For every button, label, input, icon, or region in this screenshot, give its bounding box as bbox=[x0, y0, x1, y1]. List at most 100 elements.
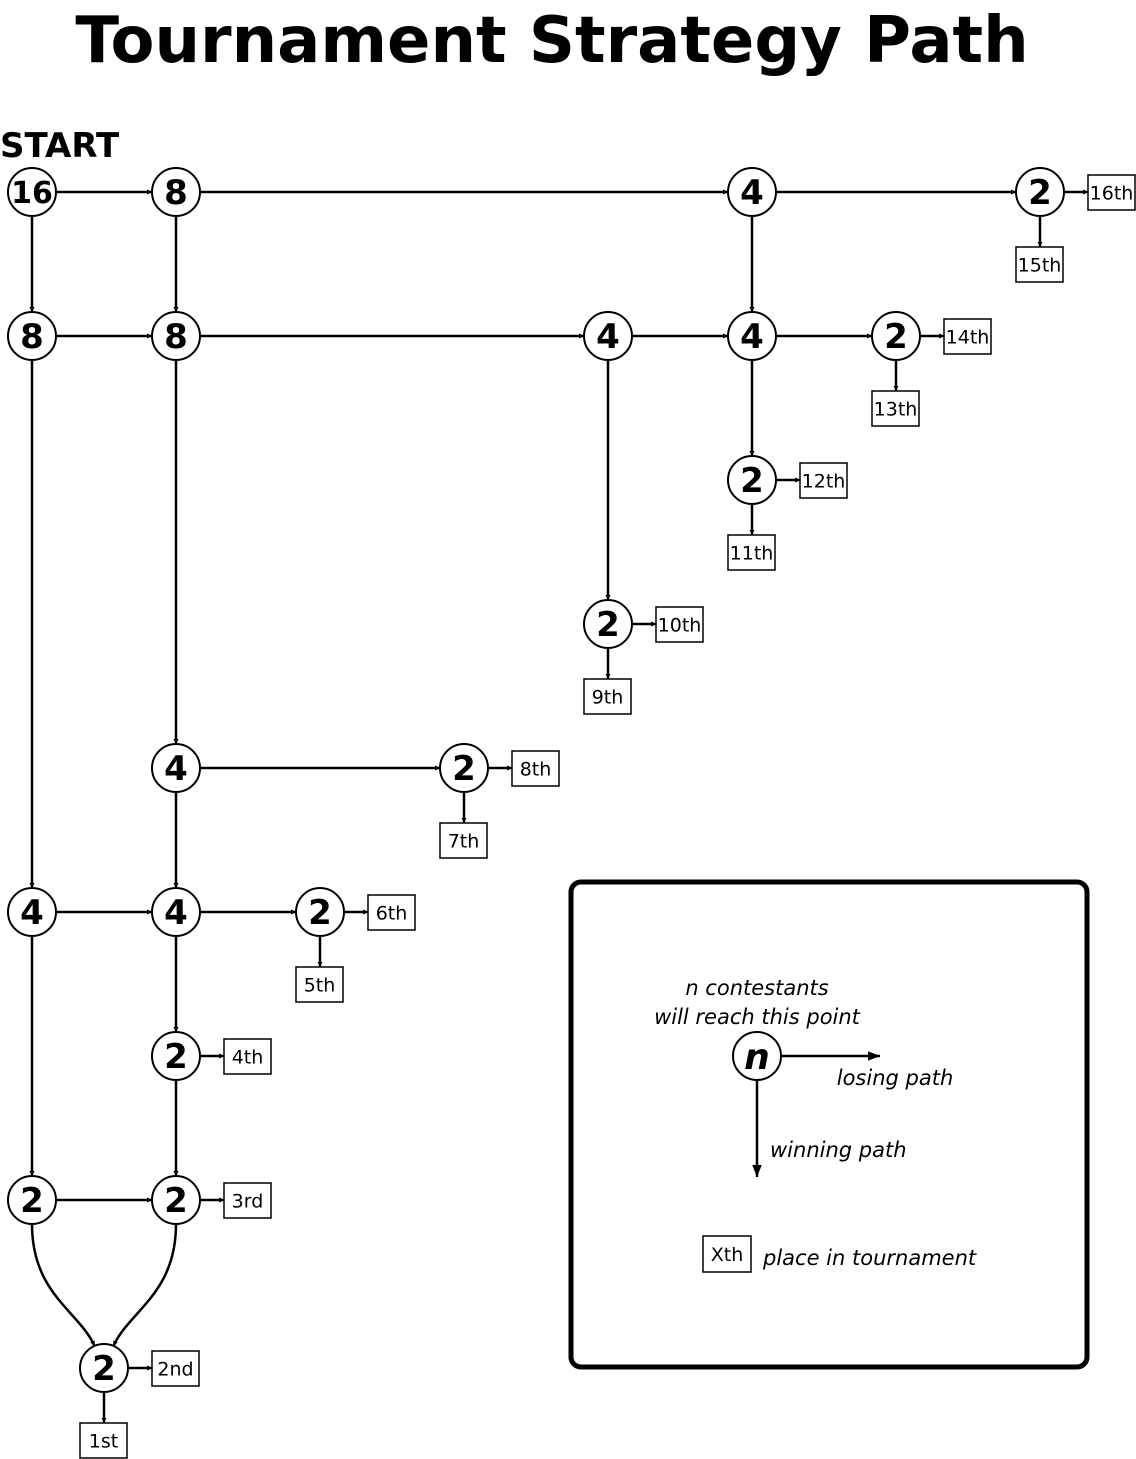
node-circle bbox=[7, 887, 57, 937]
node-count-label: 4 bbox=[164, 893, 188, 933]
place-box bbox=[151, 1350, 200, 1387]
place-box bbox=[799, 462, 848, 499]
node-e4: 4 bbox=[151, 743, 201, 793]
place-13th: 13th bbox=[871, 390, 920, 427]
place-label: 11th bbox=[730, 543, 774, 565]
node-b2: 2 bbox=[871, 311, 921, 361]
diagram-title: Tournament Strategy Path bbox=[75, 4, 1028, 78]
node-count-label: 2 bbox=[740, 461, 764, 501]
place-1st: 1st bbox=[79, 1422, 128, 1459]
node-circle bbox=[727, 311, 777, 361]
node-a2: 2 bbox=[1015, 167, 1065, 217]
place-12th: 12th bbox=[799, 462, 848, 499]
node-circle bbox=[151, 1031, 201, 1081]
place-label: 1st bbox=[89, 1431, 118, 1453]
node-circle bbox=[151, 311, 201, 361]
place-box bbox=[1087, 174, 1136, 211]
place-label: 15th bbox=[1018, 255, 1062, 277]
node-circle bbox=[151, 1175, 201, 1225]
place-label: 4th bbox=[232, 1047, 264, 1069]
place-box bbox=[439, 822, 488, 859]
place-box bbox=[583, 678, 632, 715]
legend-node-label: n bbox=[744, 1037, 770, 1078]
node-f4: 4 bbox=[151, 887, 201, 937]
node-b8l: 8 bbox=[7, 311, 57, 361]
node-circle bbox=[583, 599, 633, 649]
node-count-label: 4 bbox=[164, 749, 188, 789]
node-count-label: 2 bbox=[20, 1181, 44, 1221]
place-label: 10th bbox=[658, 615, 702, 637]
place-label: 9th bbox=[592, 687, 624, 709]
node-b8: 8 bbox=[151, 311, 201, 361]
node-f2: 2 bbox=[295, 887, 345, 937]
edge-h2l-to-z2 bbox=[30, 1223, 96, 1347]
node-circle bbox=[727, 167, 777, 217]
place-box bbox=[223, 1038, 272, 1075]
place-box bbox=[367, 894, 416, 931]
node-count-label: 8 bbox=[164, 173, 188, 213]
node-count-label: 8 bbox=[20, 317, 44, 357]
node-count-label: 2 bbox=[596, 605, 620, 645]
node-g2: 2 bbox=[151, 1031, 201, 1081]
place-3rd: 3rd bbox=[223, 1182, 272, 1219]
place-7th: 7th bbox=[439, 822, 488, 859]
place-11th: 11th bbox=[727, 534, 776, 571]
place-box bbox=[943, 318, 992, 355]
place-label: 13th bbox=[874, 399, 918, 421]
place-14th: 14th bbox=[943, 318, 992, 355]
node-circle bbox=[871, 311, 921, 361]
node-count-label: 2 bbox=[308, 893, 332, 933]
node-circle bbox=[727, 455, 777, 505]
node-a4: 4 bbox=[727, 167, 777, 217]
legend-place-caption: place in tournament bbox=[762, 1246, 977, 1270]
place-box bbox=[1015, 246, 1064, 283]
node-count-label: 2 bbox=[164, 1181, 188, 1221]
legend-node-caption-line2: will reach this point bbox=[654, 1005, 861, 1029]
legend-node-caption-line1: n contestants bbox=[685, 976, 828, 1000]
node-circle bbox=[439, 743, 489, 793]
node-c2: 2 bbox=[727, 455, 777, 505]
place-box bbox=[295, 966, 344, 1003]
place-label: 5th bbox=[304, 975, 336, 997]
node-circle bbox=[151, 887, 201, 937]
legend-place-box bbox=[702, 1235, 752, 1273]
node-circle bbox=[7, 311, 57, 361]
node-count-label: 4 bbox=[740, 173, 764, 213]
place-box bbox=[511, 750, 560, 787]
node-count-label: 16 bbox=[11, 176, 53, 211]
node-circle bbox=[583, 311, 633, 361]
place-6th: 6th bbox=[367, 894, 416, 931]
node-d2: 2 bbox=[583, 599, 633, 649]
node-circle bbox=[151, 167, 201, 217]
node-count-label: 2 bbox=[884, 317, 908, 357]
node-e2: 2 bbox=[439, 743, 489, 793]
place-label: 3rd bbox=[232, 1191, 264, 1213]
start-label: START bbox=[0, 126, 120, 166]
place-box bbox=[655, 606, 704, 643]
node-z2: 2 bbox=[79, 1343, 129, 1393]
place-16th: 16th bbox=[1087, 174, 1136, 211]
node-count-label: 2 bbox=[164, 1037, 188, 1077]
node-circle bbox=[1015, 167, 1065, 217]
node-count-label: 2 bbox=[452, 749, 476, 789]
node-count-label: 2 bbox=[1028, 173, 1052, 213]
place-label: 2nd bbox=[157, 1359, 193, 1381]
place-box bbox=[79, 1422, 128, 1459]
place-box bbox=[223, 1182, 272, 1219]
place-9th: 9th bbox=[583, 678, 632, 715]
node-count-label: 2 bbox=[92, 1349, 116, 1389]
node-circle bbox=[7, 1175, 57, 1225]
place-box bbox=[871, 390, 920, 427]
node-h2l: 2 bbox=[7, 1175, 57, 1225]
node-b4b: 4 bbox=[727, 311, 777, 361]
legend-losing-label: losing path bbox=[837, 1066, 954, 1090]
node-count-label: 4 bbox=[20, 893, 44, 933]
edge-h2-to-z2 bbox=[112, 1223, 178, 1347]
places-layer: 16th15th14th13th12th11th10th9th8th7th6th… bbox=[79, 174, 1136, 1459]
legend-winning-label: winning path bbox=[770, 1138, 907, 1162]
node-count-label: 8 bbox=[164, 317, 188, 357]
node-circle bbox=[151, 743, 201, 793]
node-a8: 8 bbox=[151, 167, 201, 217]
